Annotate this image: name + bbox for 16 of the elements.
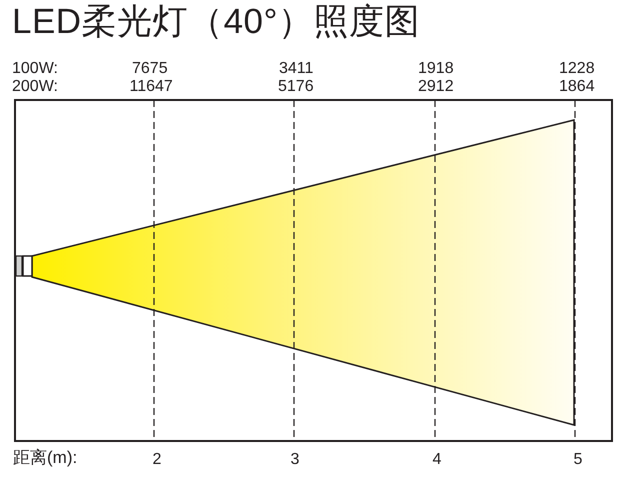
- illuminance-value: 1864: [559, 79, 595, 95]
- row-label: 100W:: [12, 61, 58, 77]
- illuminance-value: 2912: [418, 79, 454, 95]
- illuminance-value: 1918: [418, 61, 454, 77]
- axis-label: 距离(m):: [13, 449, 78, 466]
- illuminance-value: 7675: [132, 61, 168, 77]
- tick-label: 5: [574, 452, 582, 468]
- tick-label: 3: [290, 452, 300, 468]
- chart-title: LED柔光灯（40°）照度图: [12, 3, 420, 42]
- illuminance-value: 1228: [559, 61, 595, 77]
- illuminance-value: 11647: [130, 79, 173, 95]
- illuminance-value: 5176: [278, 79, 314, 95]
- row-label: 200W:: [12, 79, 58, 95]
- tick-label: 2: [152, 452, 162, 468]
- illuminance-value: 3411: [279, 61, 314, 77]
- tick-label: 4: [432, 452, 442, 468]
